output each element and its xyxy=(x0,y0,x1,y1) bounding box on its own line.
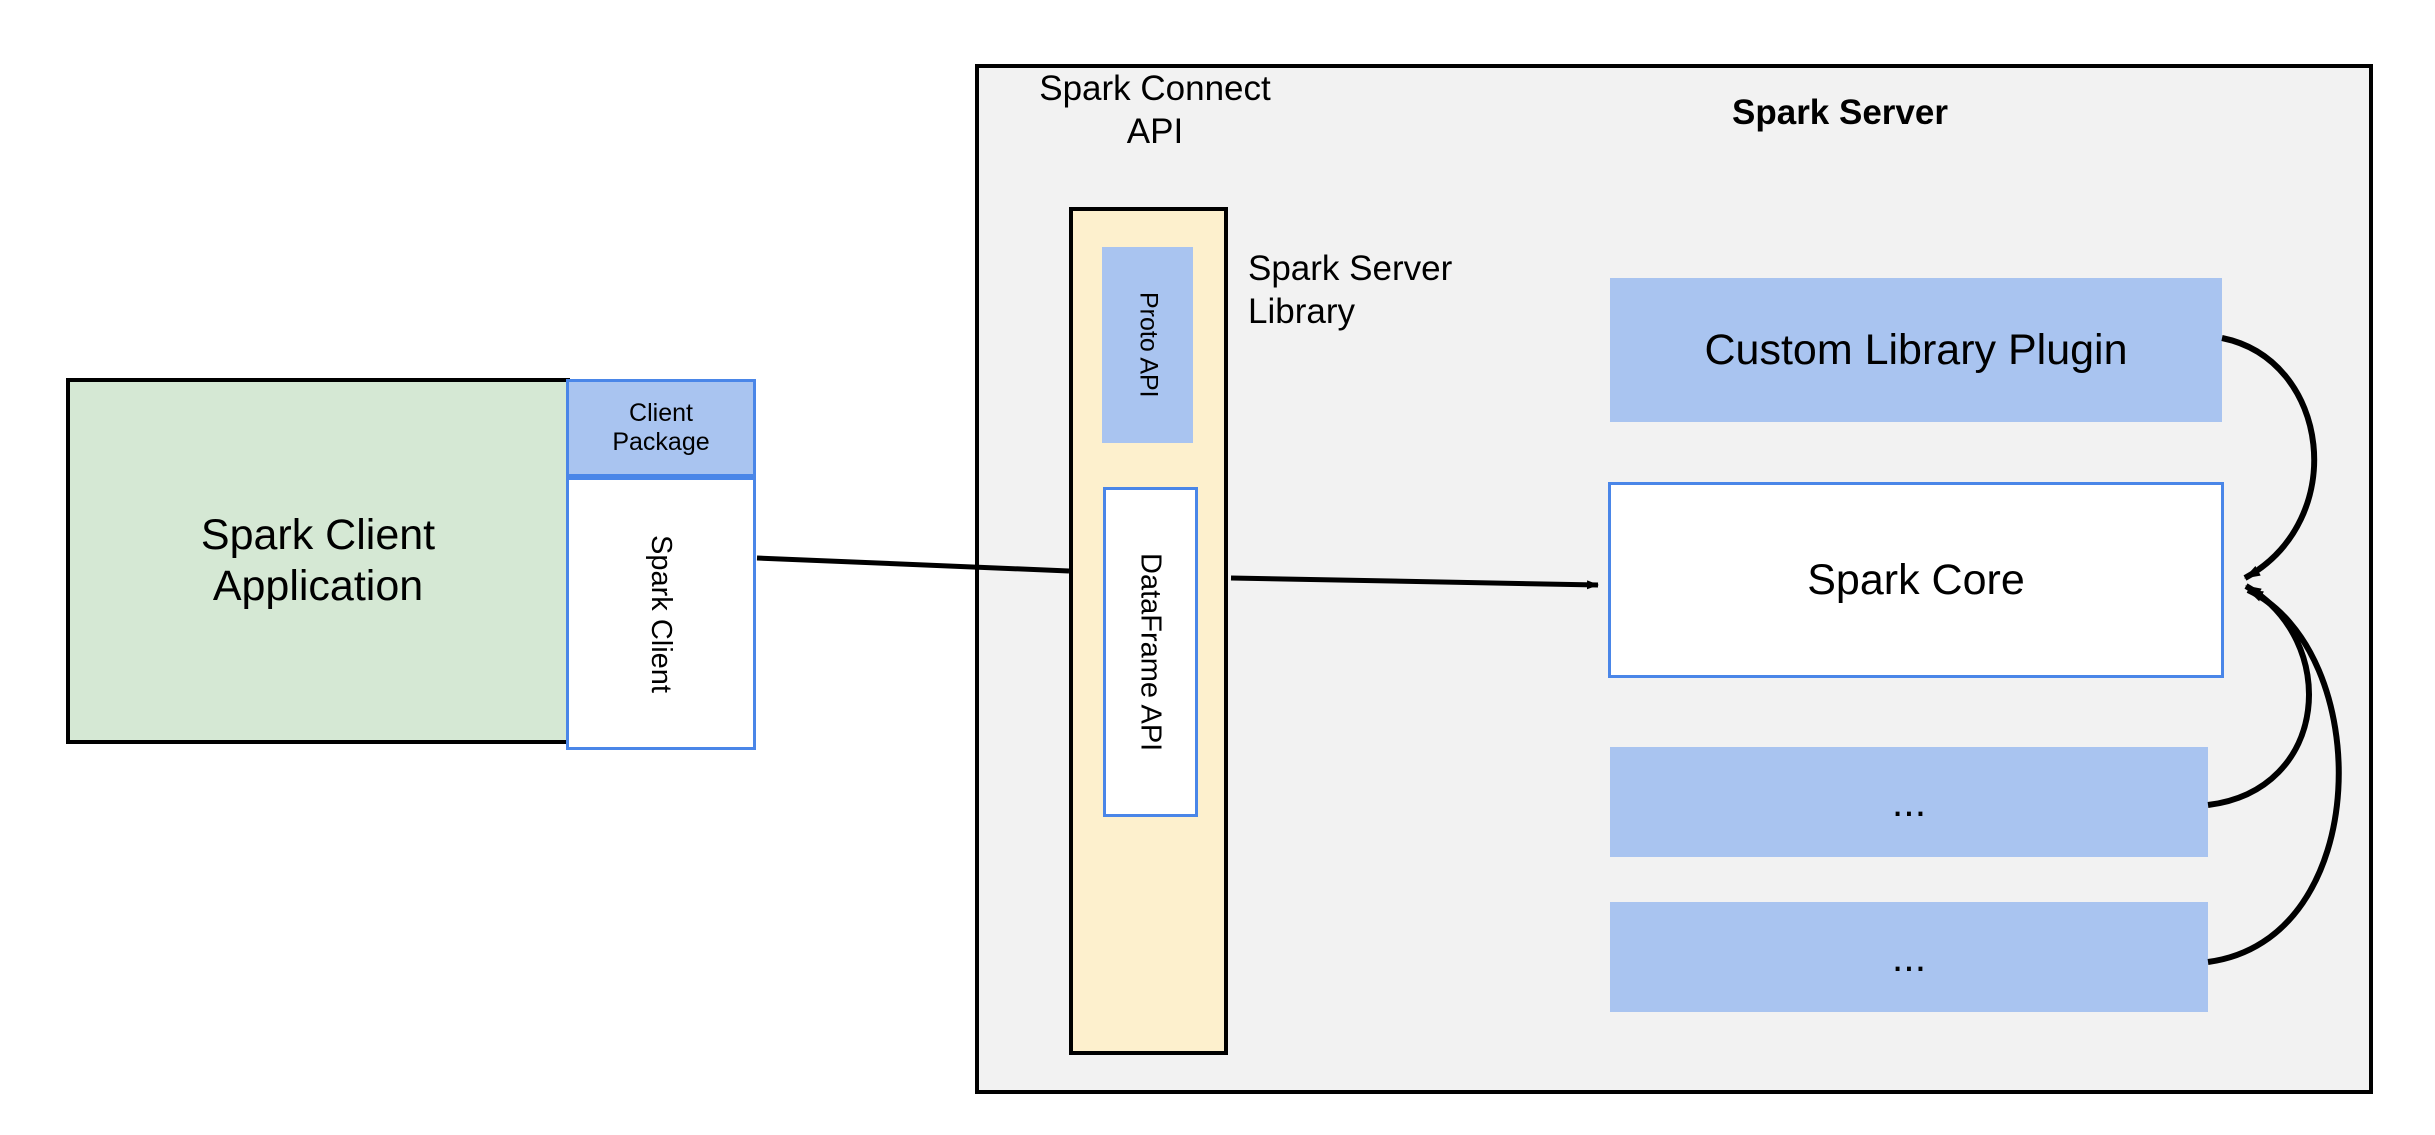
client-package-box[interactable]: Client Package xyxy=(566,379,756,477)
spark-server-library-label: Spark Server Library xyxy=(1248,249,1453,331)
spark-client-application-label: Spark Client Application xyxy=(200,511,436,610)
dataframe-api-label: DataFrame API xyxy=(1134,552,1167,752)
proto-api-label: Proto API xyxy=(1134,292,1163,398)
ellipsis-one-label: ... xyxy=(1891,778,1927,825)
spark-client-label: Spark Client xyxy=(645,534,678,693)
proto-api-box[interactable]: Proto API xyxy=(1102,247,1193,443)
spark-client-application-box[interactable]: Spark Client Application xyxy=(66,378,570,744)
client-package-label: Client Package xyxy=(612,398,710,457)
spark-core-box[interactable]: Spark Core xyxy=(1608,482,2224,678)
custom-library-plugin-label: Custom Library Plugin xyxy=(1704,325,2128,374)
custom-library-plugin-box[interactable]: Custom Library Plugin xyxy=(1610,278,2222,422)
ellipsis-two-label: ... xyxy=(1891,933,1927,980)
spark-client-box[interactable]: Spark Client xyxy=(566,477,756,750)
spark-server-title: Spark Server xyxy=(1732,93,1948,132)
spark-connect-api-label: Spark Connect API xyxy=(1039,69,1271,151)
spark-core-label: Spark Core xyxy=(1807,555,2025,604)
dataframe-api-box[interactable]: DataFrame API xyxy=(1103,487,1198,817)
ellipsis-box-one[interactable]: ... xyxy=(1610,747,2208,857)
ellipsis-box-two[interactable]: ... xyxy=(1610,902,2208,1012)
